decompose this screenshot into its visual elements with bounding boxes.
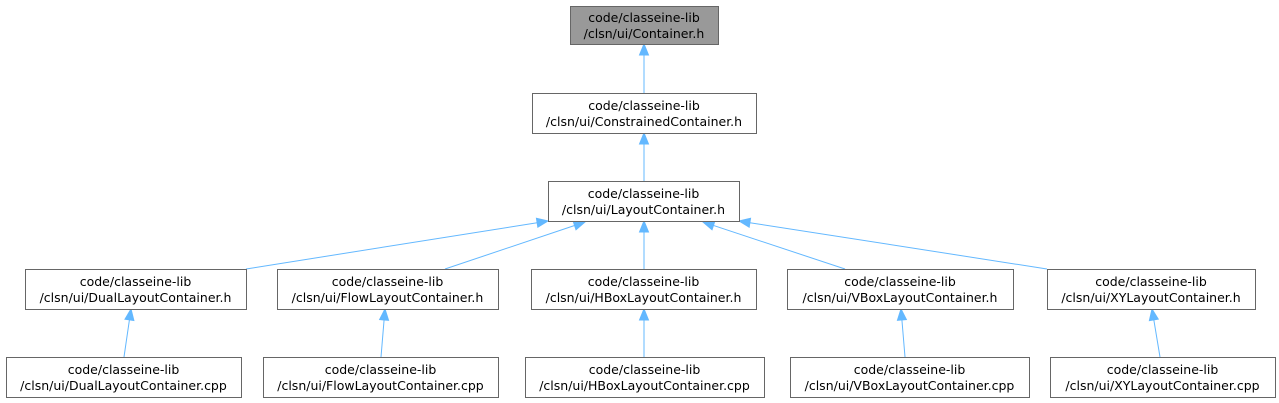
- dependency-edge-hbox_h-to-layout_h: [638, 219, 650, 269]
- dependency-edge-flow_cpp-to-flow_h: [378, 307, 390, 358]
- node-label-line2: /clsn/ui/HBoxLayoutContainer.cpp: [539, 378, 750, 393]
- node-box: [6, 357, 242, 398]
- edge-line: [1153, 319, 1161, 358]
- node-box: [787, 269, 1014, 310]
- edge-arrowhead: [737, 217, 752, 228]
- node-label-line2: /clsn/ui/FlowLayoutContainer.h: [292, 290, 484, 305]
- edge-line: [749, 222, 1048, 270]
- node-label-line2: /clsn/ui/Container.h: [584, 26, 705, 41]
- dependency-edge-layout_h-to-constrained_h: [638, 131, 650, 181]
- file-node-dual-h[interactable]: code/classeine-lib/clsn/ui/DualLayoutCon…: [25, 269, 247, 310]
- node-label-line1: code/classeine-lib: [1107, 362, 1219, 377]
- file-node-constrained-h[interactable]: code/classeine-lib/clsn/ui/ConstrainedCo…: [532, 93, 757, 134]
- node-label-line1: code/classeine-lib: [588, 10, 700, 25]
- node-box: [277, 269, 499, 310]
- node-label-line2: /clsn/ui/XYLayoutContainer.h: [1061, 290, 1240, 305]
- node-label-line2: /clsn/ui/VBoxLayoutContainer.h: [803, 290, 998, 305]
- edge-line: [245, 222, 538, 270]
- dependency-edge-dual_h-to-layout_h: [245, 217, 550, 270]
- dependency-edge-xy_h-to-layout_h: [737, 217, 1048, 270]
- edge-line: [713, 224, 846, 270]
- node-label-line1: code/classeine-lib: [68, 362, 180, 377]
- node-label-line2: /clsn/ui/DualLayoutContainer.h: [40, 290, 232, 305]
- edge-line: [444, 225, 575, 270]
- dependency-edge-dual_cpp-to-dual_h: [123, 307, 135, 358]
- file-node-vbox-cpp[interactable]: code/classeine-lib/clsn/ui/VBoxLayoutCon…: [790, 357, 1030, 398]
- node-label-line1: code/classeine-lib: [588, 186, 700, 201]
- node-box: [525, 357, 765, 398]
- file-node-hbox-h[interactable]: code/classeine-lib/clsn/ui/HBoxLayoutCon…: [531, 269, 757, 310]
- edge-line: [380, 319, 385, 358]
- edge-arrowhead: [1148, 307, 1160, 322]
- node-label-line1: code/classeine-lib: [588, 274, 700, 289]
- edge-arrowhead: [638, 307, 650, 321]
- node-box: [548, 181, 740, 222]
- edge-arrowhead: [124, 307, 135, 322]
- node-label-line1: code/classeine-lib: [1095, 274, 1207, 289]
- edge-line: [901, 319, 906, 358]
- edge-arrowhead: [378, 307, 390, 321]
- node-label-line1: code/classeine-lib: [854, 362, 966, 377]
- node-label-line2: /clsn/ui/VBoxLayoutContainer.cpp: [805, 378, 1015, 393]
- file-node-flow-h[interactable]: code/classeine-lib/clsn/ui/FlowLayoutCon…: [277, 269, 499, 310]
- nodes-layer: code/classeine-lib/clsn/ui/Container.hco…: [6, 6, 1276, 398]
- edge-line: [123, 319, 130, 358]
- file-node-xy-cpp[interactable]: code/classeine-lib/clsn/ui/XYLayoutConta…: [1050, 357, 1276, 398]
- node-label-line2: /clsn/ui/XYLayoutContainer.cpp: [1065, 378, 1259, 393]
- dependency-edge-vbox_h-to-layout_h: [701, 220, 846, 270]
- node-label-line2: /clsn/ui/FlowLayoutContainer.cpp: [277, 378, 484, 393]
- node-label-line2: /clsn/ui/DualLayoutContainer.cpp: [20, 378, 227, 393]
- edge-arrowhead: [535, 217, 550, 228]
- edge-arrowhead: [572, 220, 587, 231]
- edge-arrowhead: [896, 307, 908, 321]
- edge-arrowhead: [638, 131, 650, 145]
- node-box: [1050, 357, 1276, 398]
- dependency-edge-constrained_h-to-container_h: [638, 42, 650, 93]
- dependency-edge-flow_h-to-layout_h: [444, 220, 587, 270]
- node-label-line2: /clsn/ui/LayoutContainer.h: [562, 202, 725, 217]
- node-label-line1: code/classeine-lib: [80, 274, 192, 289]
- edge-arrowhead: [638, 42, 650, 56]
- node-box: [790, 357, 1030, 398]
- node-box: [532, 93, 757, 134]
- file-node-container-h[interactable]: code/classeine-lib/clsn/ui/Container.h: [570, 6, 719, 45]
- edge-arrowhead: [701, 220, 716, 231]
- node-box: [25, 269, 247, 310]
- node-box: [1047, 269, 1256, 310]
- node-label-line1: code/classeine-lib: [588, 98, 700, 113]
- file-node-flow-cpp[interactable]: code/classeine-lib/clsn/ui/FlowLayoutCon…: [263, 357, 499, 398]
- node-label-line1: code/classeine-lib: [325, 362, 437, 377]
- node-label-line2: /clsn/ui/ConstrainedContainer.h: [546, 114, 742, 129]
- file-node-layout-h[interactable]: code/classeine-lib/clsn/ui/LayoutContain…: [548, 181, 740, 222]
- node-label-line2: /clsn/ui/HBoxLayoutContainer.h: [546, 290, 742, 305]
- edge-arrowhead: [638, 219, 650, 233]
- file-node-hbox-cpp[interactable]: code/classeine-lib/clsn/ui/HBoxLayoutCon…: [525, 357, 765, 398]
- node-box: [570, 6, 719, 45]
- dependency-edge-vbox_cpp-to-vbox_h: [896, 307, 908, 358]
- node-box: [263, 357, 499, 398]
- file-node-xy-h[interactable]: code/classeine-lib/clsn/ui/XYLayoutConta…: [1047, 269, 1256, 310]
- node-label-line1: code/classeine-lib: [844, 274, 956, 289]
- dependency-edge-xy_cpp-to-xy_h: [1148, 307, 1161, 358]
- node-box: [531, 269, 757, 310]
- file-node-vbox-h[interactable]: code/classeine-lib/clsn/ui/VBoxLayoutCon…: [787, 269, 1014, 310]
- dependency-edge-hbox_cpp-to-hbox_h: [638, 307, 650, 357]
- node-label-line1: code/classeine-lib: [332, 274, 444, 289]
- file-node-dual-cpp[interactable]: code/classeine-lib/clsn/ui/DualLayoutCon…: [6, 357, 242, 398]
- node-label-line1: code/classeine-lib: [589, 362, 701, 377]
